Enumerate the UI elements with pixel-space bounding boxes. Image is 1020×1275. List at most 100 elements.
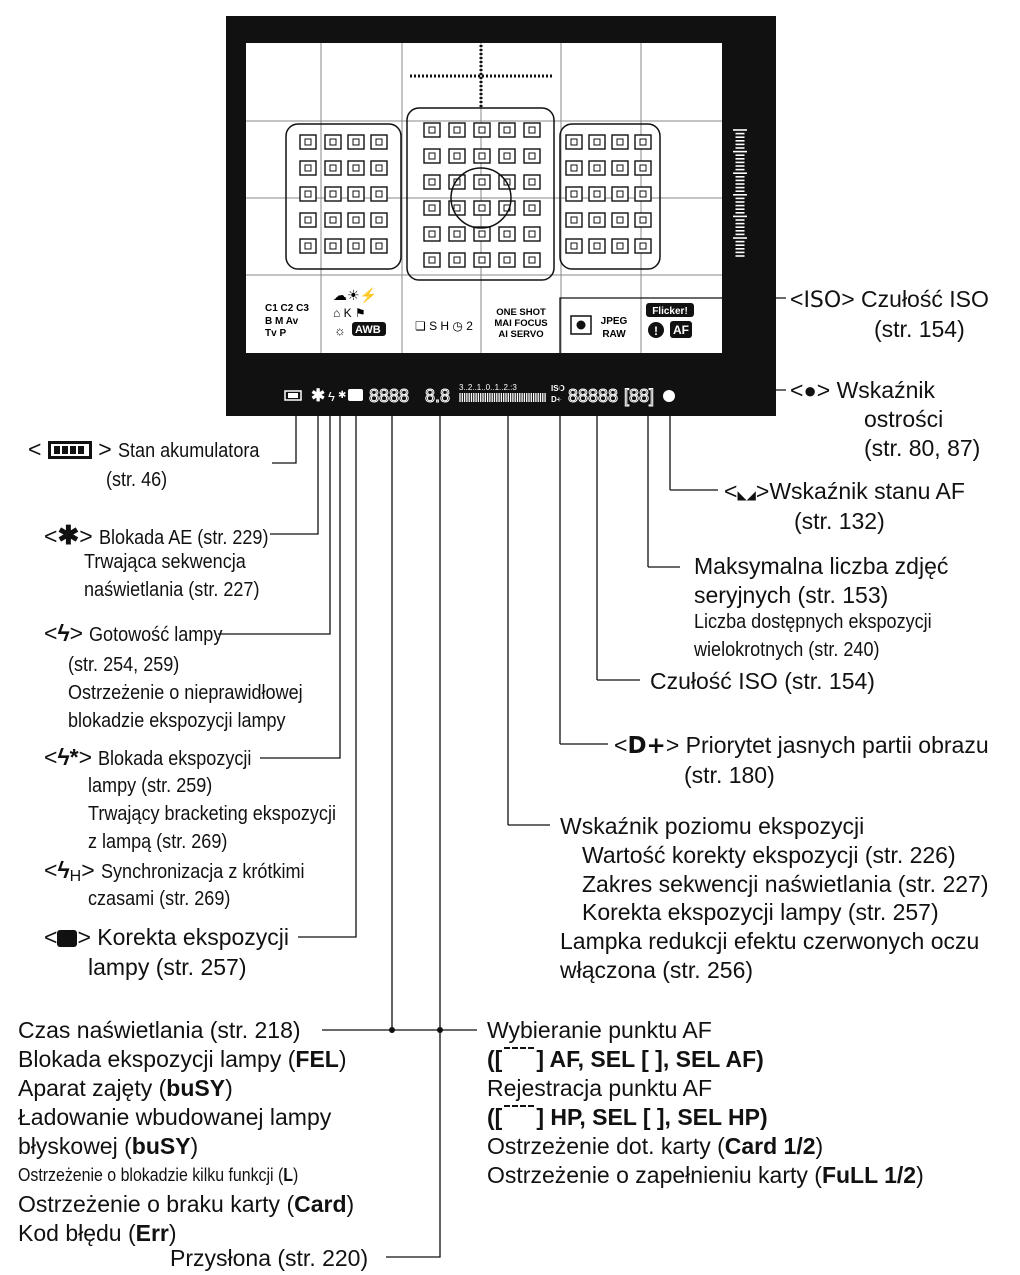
af-point (611, 212, 629, 228)
af-point (370, 134, 388, 150)
af-point-inner (453, 152, 461, 160)
af-point-inner (639, 216, 647, 224)
af-point (448, 174, 466, 190)
af-point-inner (503, 230, 511, 238)
af-point (423, 200, 441, 216)
af-point-inner (352, 164, 360, 172)
lcd-flash-comp-icon (348, 389, 363, 401)
exposure-level-line1: Wskaźnik poziomu ekspozycji (560, 813, 865, 839)
af-point (634, 212, 652, 228)
callout-battery: < > Stan akumulatora (28, 436, 260, 462)
af-point-inner (428, 204, 436, 212)
af-point (324, 212, 342, 228)
svg-text:!: ! (654, 324, 658, 338)
fe-lock-line2: lampy (str. 259) (88, 774, 213, 797)
af-point (634, 186, 652, 202)
af-point-inner (352, 138, 360, 146)
af-point-inner (478, 230, 486, 238)
af-point-inner (428, 152, 436, 160)
flash-ready-line4: blokadzie ekspozycji lampy (68, 709, 286, 732)
af-point-inner (304, 242, 312, 250)
af-point-inner (375, 190, 383, 198)
af-point-inner (528, 126, 536, 134)
br-af-select-modes: ([] AF, SEL [ ], SEL AF) (487, 1046, 764, 1072)
af-zone-bracket-icon (504, 1047, 535, 1065)
max-burst-line1: Maksymalna liczba zdjęć (694, 553, 949, 579)
weather-icons: ☁☀⚡ (333, 287, 377, 304)
callout-fe-lock: <ϟ*> Blokada ekspozycji (44, 744, 252, 770)
lcd-dplus-icon: D+ (551, 395, 562, 404)
exposure-level-line3: Zakres sekwencji naświetlania (str. 227) (582, 871, 989, 897)
drive-mode-icons: ❏ S H ◷ 2 (415, 319, 473, 333)
callout-hss: <ϟH> Synchronizacja z krótkimi (44, 857, 305, 885)
af-point-inner (570, 242, 578, 250)
af-point-inner (503, 152, 511, 160)
iso-icon: ISO (803, 288, 842, 313)
sun-icon: ☼ (334, 323, 346, 338)
af-point (498, 226, 516, 242)
af-point-inner (528, 204, 536, 212)
lcd-scale-numbers: 3..2..1..0..1..2.:3 (459, 383, 517, 392)
af-point (448, 122, 466, 138)
af-point-inner (528, 178, 536, 186)
af-point (347, 160, 365, 176)
af-point-inner (528, 152, 536, 160)
af-point (347, 134, 365, 150)
af-point-inner (329, 164, 337, 172)
af-point (523, 174, 541, 190)
mode-dial-bmav: B M Av (265, 316, 299, 327)
af-point (299, 134, 317, 150)
lcd-iso-icon: ISO (551, 384, 565, 393)
br-af-register-modes: ([] HP, SEL [ ], SEL HP) (487, 1104, 768, 1130)
af-point (634, 160, 652, 176)
af-point-inner (375, 138, 383, 146)
af-point-inner (616, 190, 624, 198)
flash-ready-line3: Ostrzeżenie o nieprawidłowej (68, 681, 303, 704)
af-point (473, 174, 491, 190)
lcd-flash-icon: ϟ (328, 389, 335, 404)
leader-junctions (389, 1027, 443, 1033)
af-point (423, 226, 441, 242)
bl-flash-charge: Ładowanie wbudowanej lampy (18, 1104, 332, 1130)
vertical-exposure-scale (733, 129, 747, 257)
af-point-inner (428, 230, 436, 238)
lcd-burst: [88] (624, 386, 654, 406)
ae-lock-line2: Trwająca sekwencja (84, 550, 246, 573)
af-point (448, 252, 466, 268)
br-card-full: Ostrzeżenie o zapełnieniu karty (FuLL 1/… (487, 1162, 924, 1188)
fe-lock-icon: ϟ* (57, 744, 79, 770)
af-point-inner (375, 216, 383, 224)
bl-shutter: Czas naświetlania (str. 218) (18, 1017, 301, 1043)
af-mode-aiservo: AI SERVO (498, 329, 543, 340)
fe-lock-line3: Trwający bracketing ekspozycji (88, 802, 336, 825)
bl-no-card: Ostrzeżenie o braku karty (Card) (18, 1191, 355, 1217)
af-point-inner (616, 138, 624, 146)
ae-lock-icon: ✱ (57, 520, 80, 550)
electronic-level (410, 45, 552, 108)
af-badge (670, 321, 692, 338)
callout-highlight: <D+> Priorytet jasnych partii obrazu (614, 732, 989, 759)
af-point-inner (453, 126, 461, 134)
af-point (448, 148, 466, 164)
af-point (370, 238, 388, 254)
lcd-readout: ✱ ϟ ✱ 8888 8.8 3..2..1..0..1..2.:3 ISO D… (284, 383, 675, 407)
af-point-inner (639, 138, 647, 146)
quality-jpeg: JPEG (601, 316, 628, 327)
af-point-inner (478, 126, 486, 134)
af-point-inner (593, 216, 601, 224)
af-point (448, 226, 466, 242)
af-point (523, 122, 541, 138)
info-strip: C1 C2 C3 B M Av Tv P ☁☀⚡ ⌂ K ⚑ AWB ☼ ❏ S… (265, 287, 694, 340)
af-point-inner (329, 242, 337, 250)
af-point (324, 186, 342, 202)
bl-busy: Aparat zajęty (buSY) (18, 1075, 233, 1101)
wb-awb: AWB (355, 324, 381, 336)
lcd-focus-indicator (663, 390, 675, 402)
af-point (473, 148, 491, 164)
af-point (370, 160, 388, 176)
af-point (423, 122, 441, 138)
callout-focus: <●> Wskaźnik (790, 377, 935, 403)
af-point-inner (570, 164, 578, 172)
af-point-inner (375, 164, 383, 172)
